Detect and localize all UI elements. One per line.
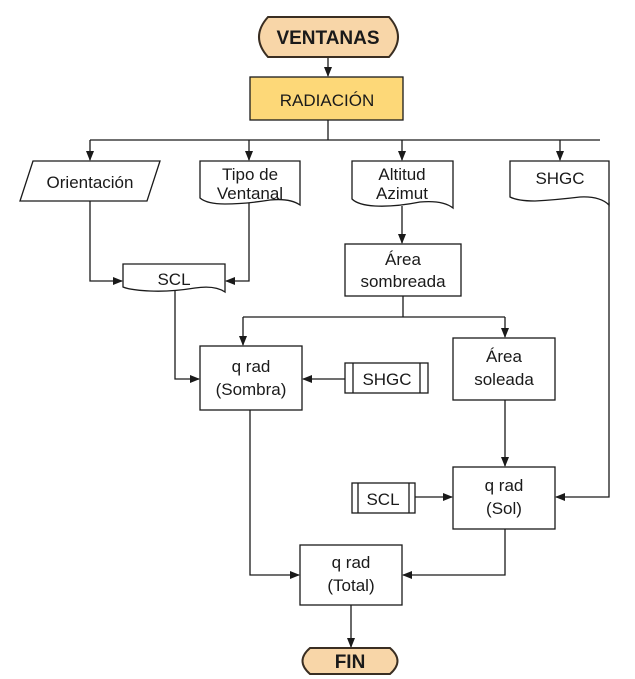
area-soleada-line1: Área (486, 347, 522, 366)
node-area-sombreada: Área sombreada (344, 243, 462, 297)
q-total-line2: (Total) (327, 576, 374, 595)
q-total-line1: q rad (332, 553, 371, 572)
q-sol-line2: (Sol) (486, 499, 522, 518)
data-shape (19, 160, 161, 202)
edge-scl-q-sombra (174, 291, 200, 383)
node-orientacion: Orientación (19, 160, 161, 202)
node-scl-document: SCL (122, 263, 226, 294)
tipo-ventanal-line2: Ventanal (217, 184, 283, 203)
radiacion-label: RADIACIÓN (280, 91, 374, 110)
node-fin: FIN (301, 647, 399, 675)
area-soleada-line2: soleada (474, 370, 534, 389)
q-sombra-line2: (Sombra) (216, 380, 287, 399)
node-q-rad-sombra: q rad (Sombra) (199, 345, 303, 411)
node-ventanas: VENTANAS (258, 16, 399, 58)
node-shgc-predefined: SHGC (344, 362, 429, 394)
q-sol-line1: q rad (485, 476, 524, 495)
q-sombra-line1: q rad (232, 357, 271, 376)
azimut-label: Azimut (376, 184, 428, 203)
node-area-soleada: Área soleada (452, 337, 556, 401)
node-radiacion: RADIACIÓN (249, 76, 404, 121)
connectors (86, 57, 610, 648)
edge-tipo-ventanal-scl (225, 203, 250, 285)
node-q-rad-total: q rad (Total) (299, 544, 403, 606)
node-shgc-input: SHGC (509, 160, 610, 207)
edge-q-sombra-q-total (249, 410, 300, 579)
node-scl-predefined: SCL (351, 482, 416, 514)
scl-doc-label: SCL (157, 270, 190, 289)
shgc-pre-label: SHGC (362, 370, 411, 389)
node-q-rad-sol: q rad (Sol) (452, 466, 556, 530)
edge-orientacion-scl (89, 201, 123, 285)
scl-pre-label: SCL (366, 490, 399, 509)
node-altitud-azimut: Altitud Azimut (351, 160, 454, 210)
fin-label: FIN (335, 652, 366, 673)
orientacion-label: Orientación (47, 173, 134, 192)
altitud-label: Altitud (378, 165, 425, 184)
edge-shgc-q-sol (555, 202, 610, 501)
shgc-input-label: SHGC (535, 169, 584, 188)
tipo-ventanal-line1: Tipo de (222, 165, 278, 184)
ventanas-label: VENTANAS (276, 28, 379, 49)
area-sombreada-line2: sombreada (360, 272, 446, 291)
edge-q-sol-q-total (402, 529, 506, 579)
node-tipo-ventanal: Tipo de Ventanal (199, 160, 301, 207)
area-sombreada-line1: Área (385, 250, 421, 269)
